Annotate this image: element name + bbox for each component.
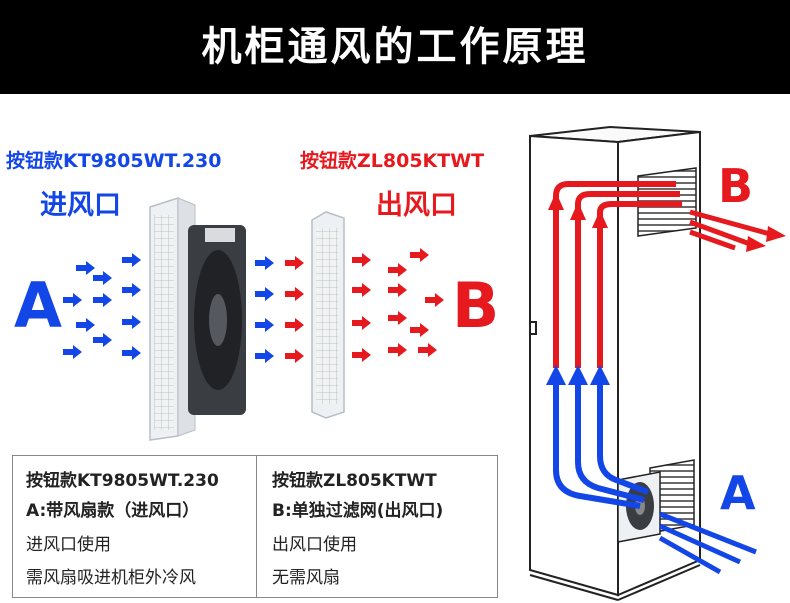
outlet-port-label: 出风口 bbox=[376, 190, 457, 221]
table-left-usage: 进风口使用 bbox=[26, 535, 111, 555]
cabinet-red-flow bbox=[548, 181, 786, 368]
table-left-type: A:带风扇款（进风口） bbox=[26, 501, 200, 521]
table-right-type: B:单独过滤网(出风口) bbox=[272, 501, 444, 521]
info-table bbox=[12, 455, 498, 598]
intake-arrows bbox=[63, 253, 141, 360]
cabinet-blue-flow bbox=[546, 365, 757, 575]
intake-model-label: 按钮款KT9805WT.230 bbox=[6, 150, 222, 172]
table-right-model: 按钮款ZL805KTWT bbox=[272, 471, 437, 491]
table-right-note: 无需风扇 bbox=[272, 568, 340, 588]
cabinet-inlet-letter: A bbox=[720, 466, 756, 520]
table-right-usage: 出风口使用 bbox=[272, 535, 357, 555]
filter-outlet-unit bbox=[311, 211, 345, 419]
flow-in-letter: A bbox=[14, 269, 62, 342]
page-title: 机柜通风的工作原理 bbox=[201, 24, 589, 70]
transit-arrows bbox=[255, 256, 304, 363]
cabinet-outlet-letter: B bbox=[718, 159, 754, 213]
title-banner bbox=[0, 0, 790, 94]
table-divider bbox=[256, 456, 257, 597]
intake-port-label: 进风口 bbox=[40, 190, 121, 221]
table-left-note: 需风扇吸进机柜外冷风 bbox=[26, 568, 196, 588]
outlet-model-label: 按钮款ZL805KTWT bbox=[300, 150, 485, 172]
fan-intake-unit bbox=[149, 196, 246, 441]
flow-out-letter: B bbox=[452, 269, 500, 342]
exhaust-arrows bbox=[352, 248, 444, 362]
table-left-model: 按钮款KT9805WT.230 bbox=[26, 471, 219, 491]
